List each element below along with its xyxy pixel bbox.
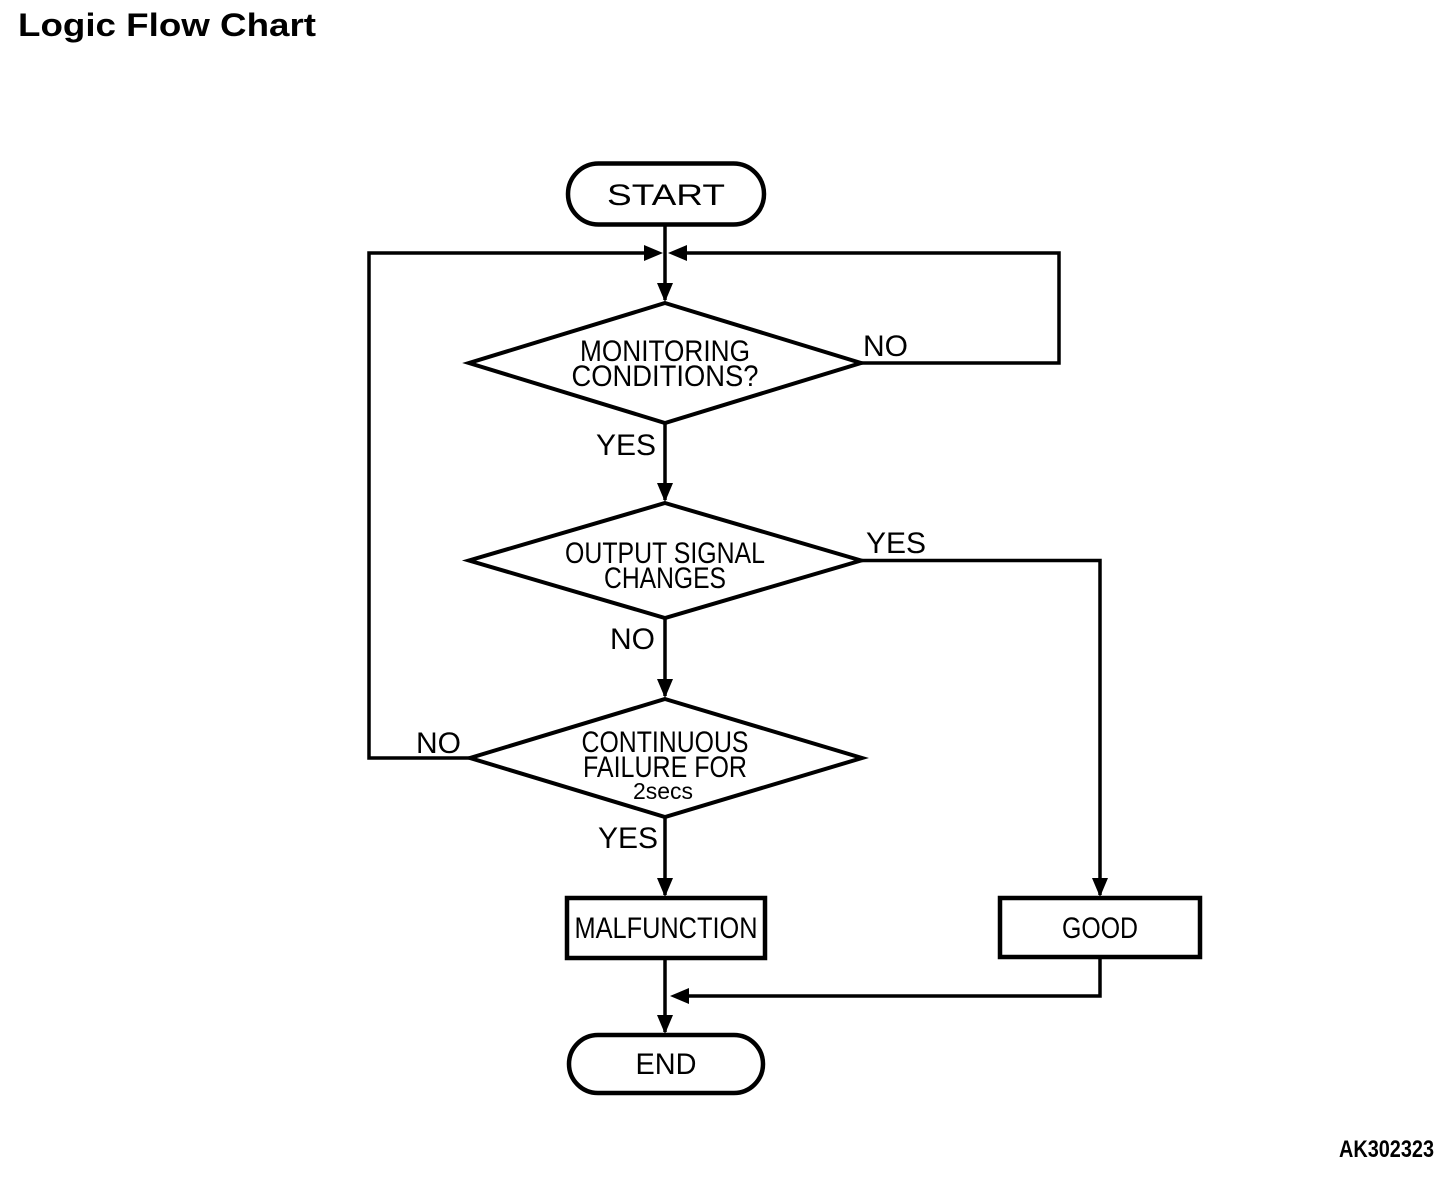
edge-monitoring-no-label: NO <box>863 330 908 363</box>
edge-output-yes-line <box>861 558 1102 895</box>
arrowhead-into-end <box>657 1015 673 1034</box>
decision-output-signal-changes <box>461 500 869 621</box>
figure-code: AK302323 <box>1339 1136 1434 1163</box>
arrowhead-good-join <box>670 988 689 1004</box>
malfunction-label: MALFUNCTION <box>575 912 758 945</box>
arrowhead-into-continuous <box>657 679 673 698</box>
terminator-end <box>566 1032 766 1096</box>
end-label: END <box>636 1048 697 1081</box>
edge-monitoring-no-line <box>686 251 1061 365</box>
process-good <box>997 895 1203 960</box>
continuous-failure-label-line2: FAILURE FOR <box>583 751 747 784</box>
monitoring-conditions-label-line1: MONITORING <box>580 335 750 368</box>
decision-continuous-failure <box>463 696 869 820</box>
edge-good-to-join <box>689 957 1102 998</box>
arrowhead-into-good <box>1092 878 1108 897</box>
edge-output-yes-label: YES <box>866 527 926 560</box>
edge-continuous-yes-label: YES <box>598 822 658 855</box>
start-label: START <box>607 179 725 212</box>
output-signal-changes-label-line2: CHANGES <box>604 562 726 595</box>
page-title: Logic Flow Chart <box>18 7 316 43</box>
edge-continuous-no-label: NO <box>416 727 461 760</box>
arrowhead-into-monitoring <box>657 283 673 302</box>
decision-monitoring-conditions <box>462 300 868 426</box>
good-label: GOOD <box>1062 912 1138 945</box>
continuous-failure-label-line1: CONTINUOUS <box>582 726 749 759</box>
arrowhead-junction-right <box>668 245 687 261</box>
continuous-failure-label-small: 2secs <box>633 778 693 804</box>
process-malfunction <box>564 895 768 961</box>
arrowhead-junction-left <box>644 245 663 261</box>
output-signal-changes-label-line1: OUTPUT SIGNAL <box>565 537 765 570</box>
arrowhead-into-malfunction <box>657 878 673 897</box>
terminator-start <box>565 161 767 227</box>
edge-output-no-label: NO <box>610 623 655 656</box>
arrowhead-into-output <box>657 483 673 502</box>
monitoring-conditions-label-line2: CONDITIONS? <box>572 360 759 393</box>
edge-continuous-no-line <box>367 251 646 760</box>
edge-monitoring-yes-label: YES <box>596 429 656 462</box>
